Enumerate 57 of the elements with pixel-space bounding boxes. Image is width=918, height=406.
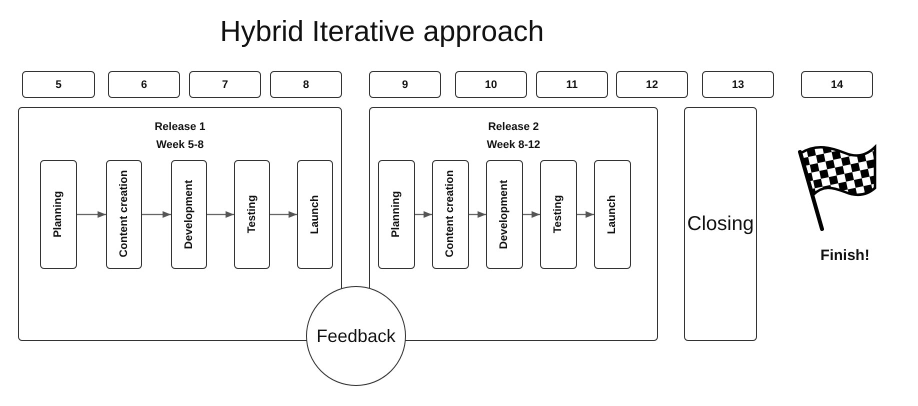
week-label: 14 bbox=[830, 78, 844, 90]
week-box bbox=[801, 71, 873, 98]
week-label: 13 bbox=[732, 78, 744, 90]
week-box bbox=[108, 71, 180, 98]
week-box bbox=[369, 71, 441, 98]
week-label: 8 bbox=[302, 78, 310, 90]
closing-box bbox=[684, 107, 757, 341]
week-label: 12 bbox=[646, 78, 658, 90]
process-box bbox=[296, 160, 333, 269]
node-label: Development bbox=[498, 180, 510, 249]
diagram-title: Hybrid Iterative approach bbox=[219, 16, 545, 49]
process-box bbox=[40, 160, 77, 269]
arrow bbox=[577, 211, 594, 218]
arrow bbox=[77, 211, 106, 218]
arrow bbox=[469, 211, 486, 218]
process-box bbox=[170, 160, 207, 269]
node-label: Content creation bbox=[444, 170, 456, 258]
process-box bbox=[432, 160, 469, 269]
node-label: Testing bbox=[246, 195, 258, 234]
finish-label: Finish! bbox=[819, 247, 871, 264]
node-label: Feedback bbox=[316, 326, 396, 346]
week-box bbox=[270, 71, 342, 98]
process-box bbox=[378, 160, 415, 269]
node-label: Closing bbox=[687, 212, 754, 236]
release-heading: Release 2 bbox=[488, 120, 539, 135]
week-label: 10 bbox=[484, 78, 498, 90]
arrow bbox=[523, 211, 540, 218]
week-box bbox=[22, 71, 95, 98]
arrow bbox=[415, 211, 432, 218]
process-box bbox=[540, 160, 577, 269]
week-box bbox=[616, 71, 688, 98]
week-box bbox=[702, 71, 774, 98]
arrow bbox=[270, 211, 297, 218]
week-box bbox=[536, 71, 608, 98]
arrow bbox=[207, 211, 234, 218]
node-label: Launch bbox=[308, 194, 321, 234]
week-box bbox=[189, 71, 261, 98]
week-label: 11 bbox=[566, 78, 578, 90]
release-heading: Week 5-8 bbox=[156, 138, 204, 153]
process-box bbox=[594, 160, 631, 269]
release-heading: Release 1 bbox=[154, 120, 206, 135]
node-label: Launch bbox=[606, 194, 618, 234]
week-label: 9 bbox=[402, 78, 408, 90]
release-heading: Week 8-12 bbox=[486, 138, 540, 153]
week-box bbox=[455, 71, 527, 98]
arrow bbox=[142, 211, 171, 218]
node-label: Planning bbox=[52, 190, 64, 238]
week-label: 5 bbox=[55, 78, 62, 90]
node-label: Testing bbox=[552, 195, 564, 234]
node-label: Planning bbox=[390, 190, 402, 238]
week-label: 6 bbox=[140, 78, 148, 90]
node-label: Content creation bbox=[118, 170, 130, 258]
process-box bbox=[486, 160, 523, 269]
process-box bbox=[106, 160, 142, 269]
week-label: 7 bbox=[222, 78, 228, 90]
node-label: Development bbox=[182, 180, 195, 249]
process-box bbox=[234, 160, 270, 269]
